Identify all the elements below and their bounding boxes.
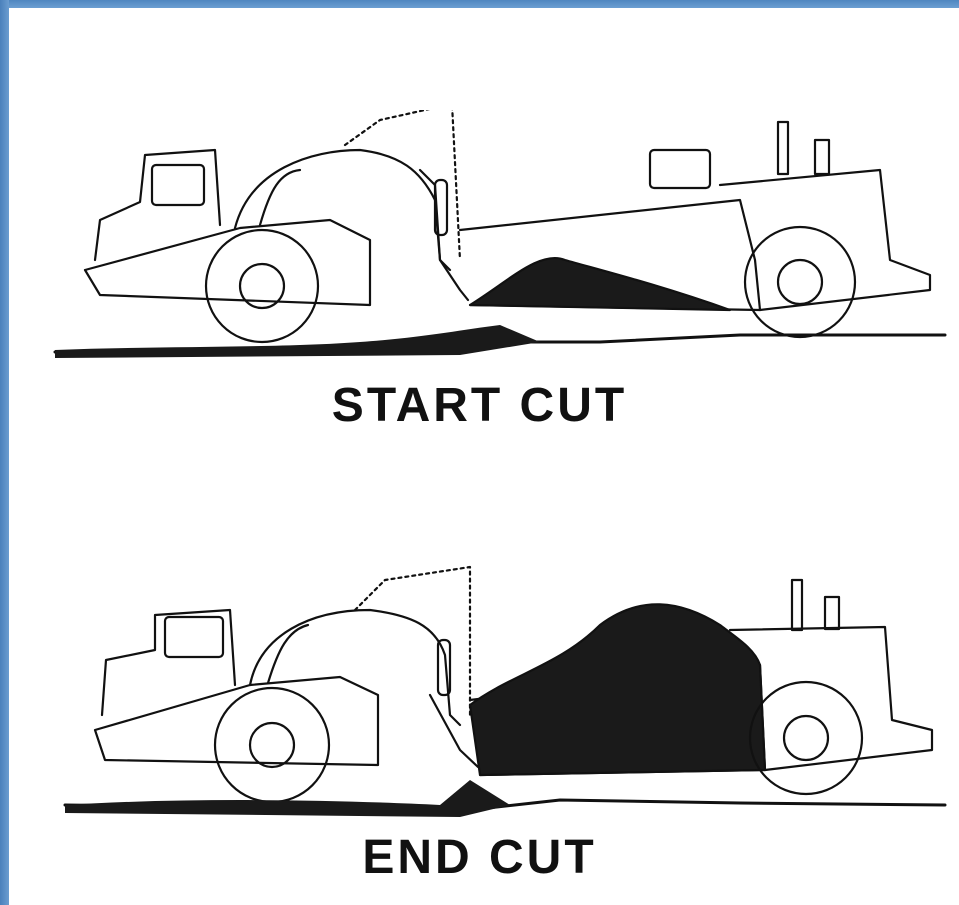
window-frame-left [0, 0, 9, 905]
air-intake [815, 140, 829, 174]
gooseneck [235, 150, 450, 270]
front-engine [720, 170, 930, 310]
rear-chassis [95, 677, 378, 765]
scraper-end-cut-icon [40, 555, 950, 825]
start-cut-label: START CUT [0, 378, 959, 433]
rear-wheel [215, 688, 329, 802]
soil-load-full [470, 604, 765, 775]
exhaust-stack [792, 580, 802, 630]
rear-cab-window [152, 165, 204, 205]
exhaust-stack [778, 122, 788, 174]
gooseneck [250, 610, 460, 725]
end-cut-illustration [40, 555, 950, 825]
hydraulic-arm [268, 625, 308, 683]
front-wheel [750, 682, 862, 794]
raised-apron-outline [345, 110, 460, 260]
rear-wheel [206, 230, 318, 342]
rear-cab-body [102, 610, 235, 715]
rear-cab-window [165, 617, 223, 657]
window-frame-top [0, 0, 959, 8]
front-wheel-hub [784, 716, 828, 760]
end-cut-label: END CUT [0, 830, 959, 885]
scraper-start-cut-icon [40, 110, 950, 370]
start-cut-illustration [40, 110, 950, 370]
rear-wheel-hub [250, 723, 294, 767]
soil-load-small [470, 258, 730, 310]
air-intake [825, 597, 839, 629]
front-cab [650, 150, 710, 188]
front-wheel [745, 227, 855, 337]
rear-chassis [85, 220, 370, 305]
ground-soil [65, 780, 510, 817]
front-wheel-hub [778, 260, 822, 304]
